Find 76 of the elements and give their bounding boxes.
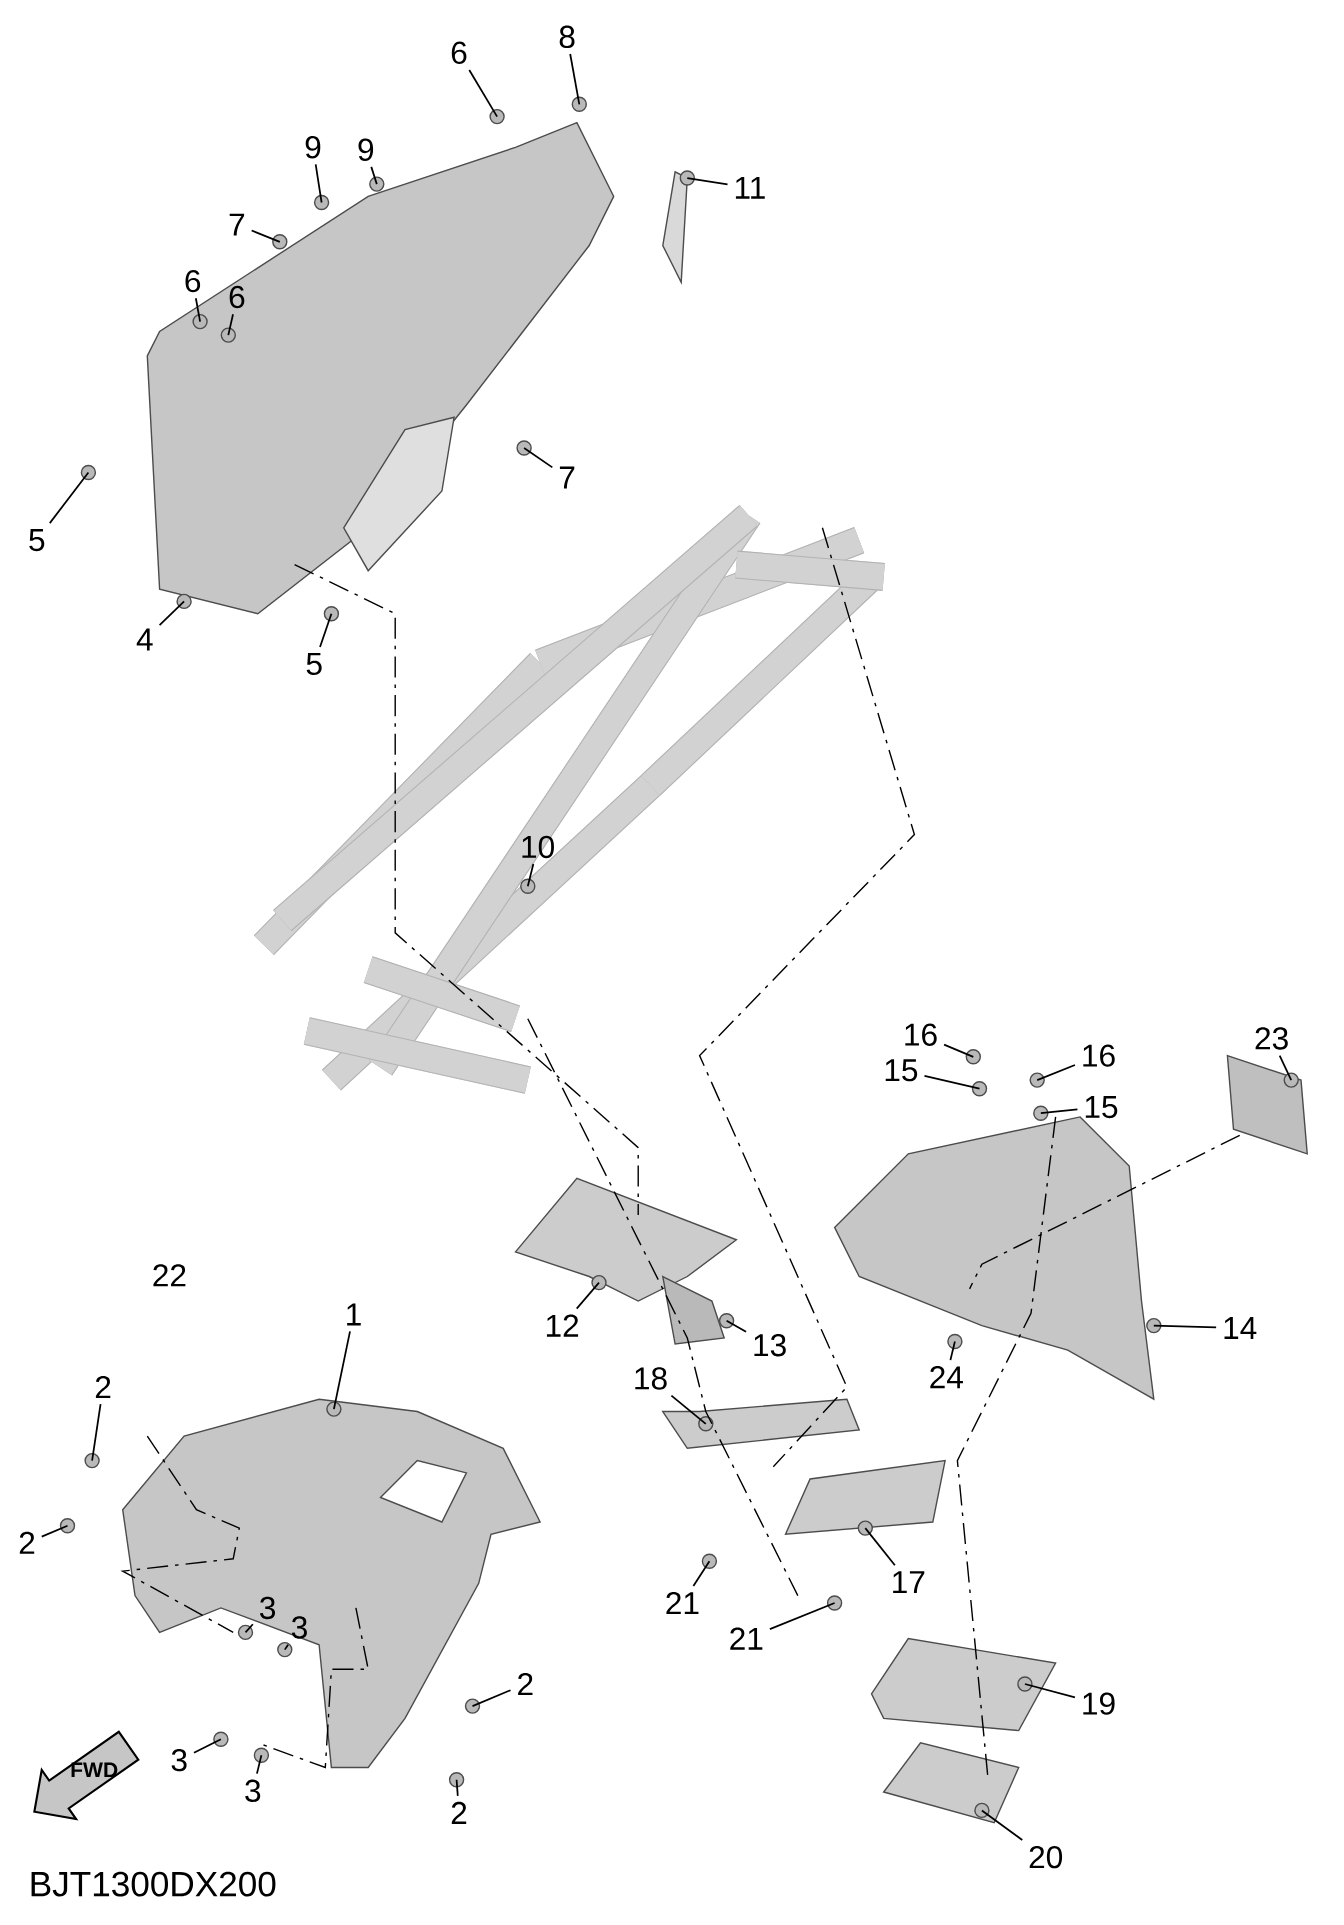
callout-number: 2 [451, 1801, 467, 1824]
leader-line [471, 1689, 512, 1707]
leader-line [575, 1281, 600, 1310]
callout-number: 16 [1083, 1044, 1115, 1067]
leader-line [523, 447, 554, 469]
callout-number: 15 [1085, 1096, 1118, 1119]
leader-line [244, 1623, 254, 1634]
leader-line [40, 1524, 69, 1538]
leader-line [943, 1043, 975, 1058]
leader-line [455, 1778, 459, 1797]
leader-line [569, 53, 581, 106]
callout-number: 5 [306, 652, 322, 676]
callout-number: 10 [522, 835, 554, 859]
leader-line [314, 163, 323, 204]
callout-number: 14 [1224, 1317, 1257, 1339]
callout-number: 9 [358, 138, 374, 161]
callout-number: 21 [666, 1591, 699, 1615]
leader-line [193, 1738, 222, 1754]
leader-line [48, 471, 90, 524]
leader-line [283, 1643, 289, 1651]
leader-line [923, 1074, 981, 1090]
leader-line [686, 177, 729, 186]
leader-line [1039, 1108, 1079, 1115]
callout-number: 16 [905, 1023, 937, 1046]
leader-line [250, 229, 281, 243]
callout-number: 12 [546, 1314, 579, 1337]
callout-number: 2 [19, 1531, 35, 1554]
callout-number: 7 [559, 466, 575, 489]
leader-line [864, 1527, 896, 1567]
callout-number: 9 [305, 136, 321, 159]
callout-number: 2 [95, 1375, 111, 1399]
callout-number: 6 [451, 41, 467, 65]
callout-number: 3 [291, 1616, 307, 1639]
callout-number: 4 [136, 628, 153, 651]
callout-number: 3 [260, 1596, 275, 1620]
callout-number: 23 [1255, 1027, 1288, 1050]
callout-number: 2 [518, 1672, 533, 1696]
callout-number: 11 [735, 176, 765, 199]
leader-line [769, 1602, 836, 1630]
leader-line [333, 1330, 351, 1410]
drawing-code: BJT1300DX200 [31, 1871, 276, 1897]
callout-number: 3 [171, 1748, 187, 1772]
callout-number: 24 [930, 1366, 963, 1389]
leader-line [227, 313, 234, 336]
leader-line [981, 1809, 1024, 1841]
callout-number: 21 [730, 1627, 763, 1650]
leader-line [91, 1403, 102, 1462]
callout-number: 19 [1083, 1692, 1115, 1715]
callout-number: 20 [1029, 1845, 1063, 1869]
callout-number: 1 [347, 1303, 361, 1326]
leader-line [158, 600, 185, 627]
leader-line [468, 69, 498, 118]
leader-line [949, 1340, 956, 1361]
leader-line [692, 1560, 711, 1587]
leader-line [1152, 1324, 1217, 1329]
leader-line [725, 1319, 747, 1333]
callout-number: 17 [893, 1571, 925, 1593]
callout-number: 22 [153, 1264, 186, 1287]
callout-number: 8 [559, 25, 575, 49]
callout-number: 6 [229, 285, 245, 309]
callout-number: 3 [245, 1779, 261, 1803]
leader-line [256, 1754, 263, 1775]
leader-line [194, 297, 201, 323]
leader-line [526, 863, 535, 888]
callout-number: 15 [885, 1059, 918, 1082]
leader-line [1278, 1054, 1293, 1081]
callout-number: 5 [29, 529, 45, 552]
leader-line [319, 612, 333, 648]
callout-number: 13 [754, 1334, 786, 1357]
leader-line [1024, 1683, 1076, 1699]
callout-number: 6 [185, 269, 201, 293]
callout-number: 7 [229, 213, 245, 236]
leader-line [370, 166, 378, 185]
callout-number: 18 [635, 1367, 667, 1390]
leader-line [670, 1394, 707, 1425]
leader-line [1036, 1064, 1076, 1081]
